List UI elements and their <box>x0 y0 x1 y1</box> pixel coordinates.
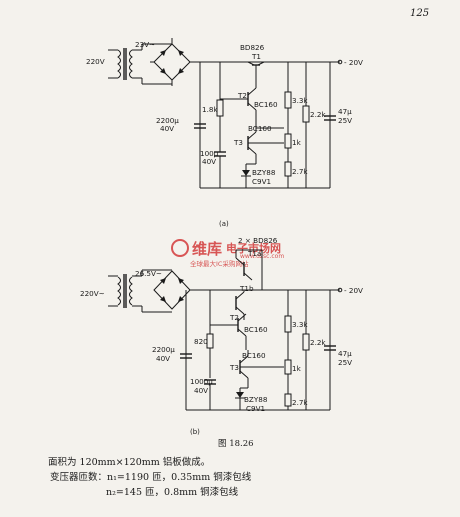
a-transistor-t3 <box>247 120 284 164</box>
a-c-47-label: 47µ <box>338 107 352 116</box>
a-t1-type: BD826 <box>240 43 265 52</box>
a-r-2k2-label: 2.2k <box>310 110 326 119</box>
b-caption: (b) <box>190 428 200 436</box>
b-secondary-label: 26.5V~ <box>135 269 162 278</box>
watermark-slogan: 全球最大IC采购网站 <box>190 259 249 268</box>
b-t1-type: 2 × BD826 <box>238 236 278 245</box>
a-bridge-rectifier <box>150 38 200 86</box>
b-transformer <box>108 269 172 313</box>
b-potentiometer-1k <box>284 359 292 375</box>
a-ac-input-label: 220V <box>86 57 105 66</box>
watermark: 维库 电子市场网 www.dzsc.com 全球最大IC采购网站 <box>171 239 284 268</box>
b-ac-input-label: 220V~ <box>80 289 105 298</box>
b-resistor-2k7 <box>284 393 292 407</box>
b-r-820-label: 820 <box>194 337 208 346</box>
a-t1-ref: T1 <box>251 52 261 61</box>
figure-caption: 图 18.26 <box>218 439 254 449</box>
circuit-b: 2 × BD826 220V~ 26.5V~ <box>80 236 363 436</box>
b-t1a-ref: T1a <box>247 249 261 258</box>
a-secondary-label: 23V~ <box>135 40 155 49</box>
b-c-2200-v-label: 40V <box>156 354 170 363</box>
b-transistor-t1b <box>235 290 245 320</box>
b-c-47-label: 47µ <box>338 349 352 358</box>
a-transistor-t1 <box>247 61 265 80</box>
b-t2-type: BC160 <box>244 325 268 334</box>
note-line-1: 面积为 120mm×120mm 铝板做成。 <box>48 457 211 468</box>
b-zener-label: BZY88 <box>244 395 268 404</box>
a-c-100-label: 100µ <box>200 149 219 158</box>
note-line-3: n₂=145 匝，0.8mm 铜漆包线 <box>106 487 239 498</box>
b-c-47-v-label: 25V <box>338 358 352 367</box>
b-bridge-rectifier <box>153 270 200 310</box>
a-t2-type: BC160 <box>254 100 278 109</box>
watermark-brand2: 电子市场网 <box>226 241 281 255</box>
b-r-2k2-label: 2.2k <box>310 338 326 347</box>
b-resistor-2k2 <box>302 333 310 351</box>
a-zener-diode <box>241 164 251 188</box>
page-number: 125 <box>410 8 429 19</box>
a-r-3k3-label: 3.3k <box>292 96 308 105</box>
a-c-2200-v-label: 40V <box>160 124 174 133</box>
b-c-1000-v-label: 40V <box>194 386 208 395</box>
a-resistor-1k8 <box>216 99 224 117</box>
b-transistor-t3 <box>239 350 284 388</box>
a-resistor-2k7 <box>284 161 292 177</box>
note-line-2: 变压器匝数：n₁=1190 匝，0.35mm 铜漆包线 <box>50 472 252 483</box>
a-potentiometer-1k <box>284 133 292 149</box>
a-r-2k7-label: 2.7k <box>292 167 308 176</box>
a-resistor-3k3 <box>284 91 292 109</box>
a-pot-1k-label: 1k <box>292 138 302 147</box>
b-resistor-820 <box>206 333 214 349</box>
b-t1b-ref: T1b <box>239 284 254 293</box>
b-c-1000-label: 1000µ <box>190 377 213 386</box>
a-zener-v-label: C9V1 <box>252 177 271 186</box>
a-transistor-t2 <box>230 80 257 120</box>
a-caption: (a) <box>219 220 229 228</box>
b-t3-ref: T3 <box>229 363 239 372</box>
a-output-label: - 20V <box>344 58 363 67</box>
a-c-100-v-label: 40V <box>202 157 216 166</box>
b-transistor-t1a <box>235 249 263 290</box>
a-c-2200-label: 2200µ <box>156 116 179 125</box>
b-transistor-t2 <box>210 313 247 350</box>
notes-block: 面积为 120mm×120mm 铝板做成。 变压器匝数：n₁=1190 匝，0.… <box>48 455 448 500</box>
b-r-3k3-label: 3.3k <box>292 320 308 329</box>
b-pot-1k-label: 1k <box>292 364 302 373</box>
circuit-a: 220V 23V~ <box>86 38 363 228</box>
a-t3-ref: T3 <box>233 138 243 147</box>
b-r-2k7-label: 2.7k <box>292 398 308 407</box>
a-transformer <box>108 43 172 85</box>
b-t3-type: BC160 <box>242 351 266 360</box>
a-r-1k8-label: 1.8k <box>202 105 218 114</box>
a-t2-ref: T2 <box>237 91 247 100</box>
b-c-2200-label: 2200µ <box>152 345 175 354</box>
b-resistor-3k3 <box>284 315 292 333</box>
b-zener-diode <box>235 388 245 410</box>
b-t2-ref: T2 <box>229 313 239 322</box>
a-resistor-2k2 <box>302 105 310 123</box>
a-c-47-v-label: 25V <box>338 116 352 125</box>
b-output-label: - 20V <box>344 286 363 295</box>
b-zener-v-label: C9V1 <box>246 404 265 413</box>
watermark-brand: 维库 <box>192 240 222 258</box>
a-zener-label: BZY88 <box>252 168 276 177</box>
